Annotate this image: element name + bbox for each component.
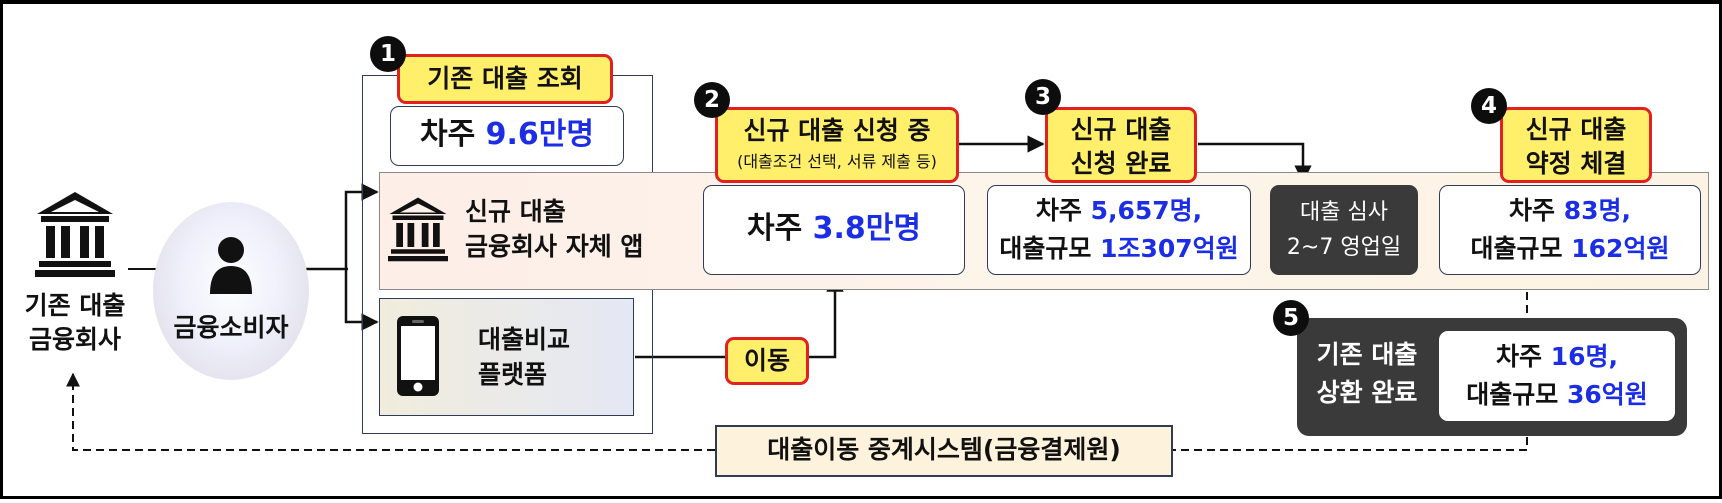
step4-badge: 4 — [1471, 88, 1507, 124]
step1-badge: 1 — [370, 36, 406, 72]
connector-lines — [66, 135, 1528, 451]
step5-count-value: 16명, — [1550, 342, 1618, 371]
step3-scale-prefix: 대출규모 — [999, 234, 1101, 263]
step5-title: 기존 대출 상환 완료 — [1303, 336, 1431, 412]
step5-scale-line: 대출규모 36억원 — [1440, 376, 1674, 414]
step3-title-line2: 신청 완료 — [1070, 149, 1172, 178]
app-line1: 신규 대출 — [465, 197, 566, 226]
app-line2: 금융회사 자체 앱 — [465, 232, 644, 261]
step3-count-value: 5,657명, — [1090, 196, 1203, 225]
step5-scale-value: 36억원 — [1566, 380, 1648, 409]
step5-count-box: 차주 16명, 대출규모 36억원 — [1439, 331, 1675, 421]
step3-count-box: 차주 5,657명, 대출규모 1조307억원 — [987, 185, 1251, 275]
step5-count-line: 차주 16명, — [1440, 338, 1674, 376]
platform-line2: 플랫폼 — [478, 360, 548, 389]
step4-count-value: 83명, — [1563, 196, 1631, 225]
step2-count-value: 3.8만명 — [812, 211, 921, 246]
step3-title-line1: 신규 대출 — [1070, 115, 1172, 144]
step2-badge: 2 — [694, 82, 730, 118]
step2-count-prefix: 차주 — [746, 211, 813, 246]
step5-to-system-dash — [1173, 424, 1528, 451]
step4-title-line1: 신규 대출 — [1525, 115, 1627, 144]
step3-title-box: 신규 대출 신청 완료 — [1045, 107, 1197, 183]
smartphone-icon — [397, 316, 439, 396]
step3-to-review-arrow — [1198, 142, 1312, 183]
step4-scale-prefix: 대출규모 — [1470, 234, 1572, 263]
step1-count-box: 차주 9.6만명 — [390, 106, 624, 166]
existing-bank-line2: 금융회사 — [28, 325, 121, 354]
step1-count-prefix: 차주 — [419, 117, 486, 152]
step4-scale-line: 대출규모 162억원 — [1440, 230, 1700, 268]
step3-badge: 3 — [1025, 79, 1061, 115]
step5-title-line1: 기존 대출 — [1316, 340, 1418, 369]
existing-bank-line1: 기존 대출 — [24, 291, 126, 320]
system-to-bank-dash — [66, 372, 715, 451]
person-icon — [210, 237, 252, 294]
bank-icon — [35, 192, 115, 277]
step1-count-value: 9.6만명 — [485, 117, 594, 152]
step3-count-prefix: 차주 — [1035, 196, 1091, 225]
relay-system-label: 대출이동 중계시스템(금융결제원) — [715, 425, 1173, 477]
step5-scale-prefix: 대출규모 — [1466, 380, 1567, 409]
review-box: 대출 심사 2~7 영업일 — [1270, 185, 1418, 275]
review-line2: 2~7 영업일 — [1286, 235, 1402, 260]
app-label: 신규 대출 금융회사 자체 앱 — [465, 194, 643, 264]
step4-count-box: 차주 83명, 대출규모 162억원 — [1439, 185, 1701, 275]
step4-count-prefix: 차주 — [1508, 196, 1564, 225]
step3-scale-line: 대출규모 1조307억원 — [988, 230, 1250, 268]
step2-title: 신규 대출 신청 중 — [743, 116, 931, 145]
step3-scale-value: 1조307억원 — [1100, 234, 1239, 263]
step1-title: 기존 대출 조회 — [397, 54, 613, 104]
review-line1: 대출 심사 — [1300, 200, 1388, 225]
branch-to-platform-arrow — [344, 269, 379, 331]
branch-to-app-arrow — [344, 183, 379, 269]
platform-line1: 대출비교 — [478, 325, 571, 354]
consumer-label: 금융소비자 — [173, 313, 289, 342]
existing-bank-label: 기존 대출 금융회사 — [5, 289, 145, 357]
move-label: 이동 — [725, 337, 809, 385]
step3-count-line: 차주 5,657명, — [988, 192, 1250, 230]
step5-badge: 5 — [1273, 300, 1309, 336]
step2-title-box: 신규 대출 신청 중 (대출조건 선택, 서류 제출 등) — [715, 107, 959, 183]
step5-title-line2: 상환 완료 — [1316, 378, 1418, 407]
app-bank-icon — [388, 197, 448, 262]
step4-title-line2: 약정 체결 — [1525, 149, 1627, 178]
move-to-step2-arrow — [809, 274, 844, 359]
step4-count-line: 차주 83명, — [1440, 192, 1700, 230]
step5-count-prefix: 차주 — [1495, 342, 1551, 371]
step4-title-box: 신규 대출 약정 체결 — [1500, 107, 1652, 183]
step4-scale-value: 162억원 — [1571, 234, 1670, 263]
step2-count-box: 차주 3.8만명 — [703, 185, 965, 275]
platform-label: 대출비교 플랫폼 — [478, 322, 570, 392]
step2-subtitle: (대출조건 선택, 서류 제출 등) — [737, 152, 937, 171]
